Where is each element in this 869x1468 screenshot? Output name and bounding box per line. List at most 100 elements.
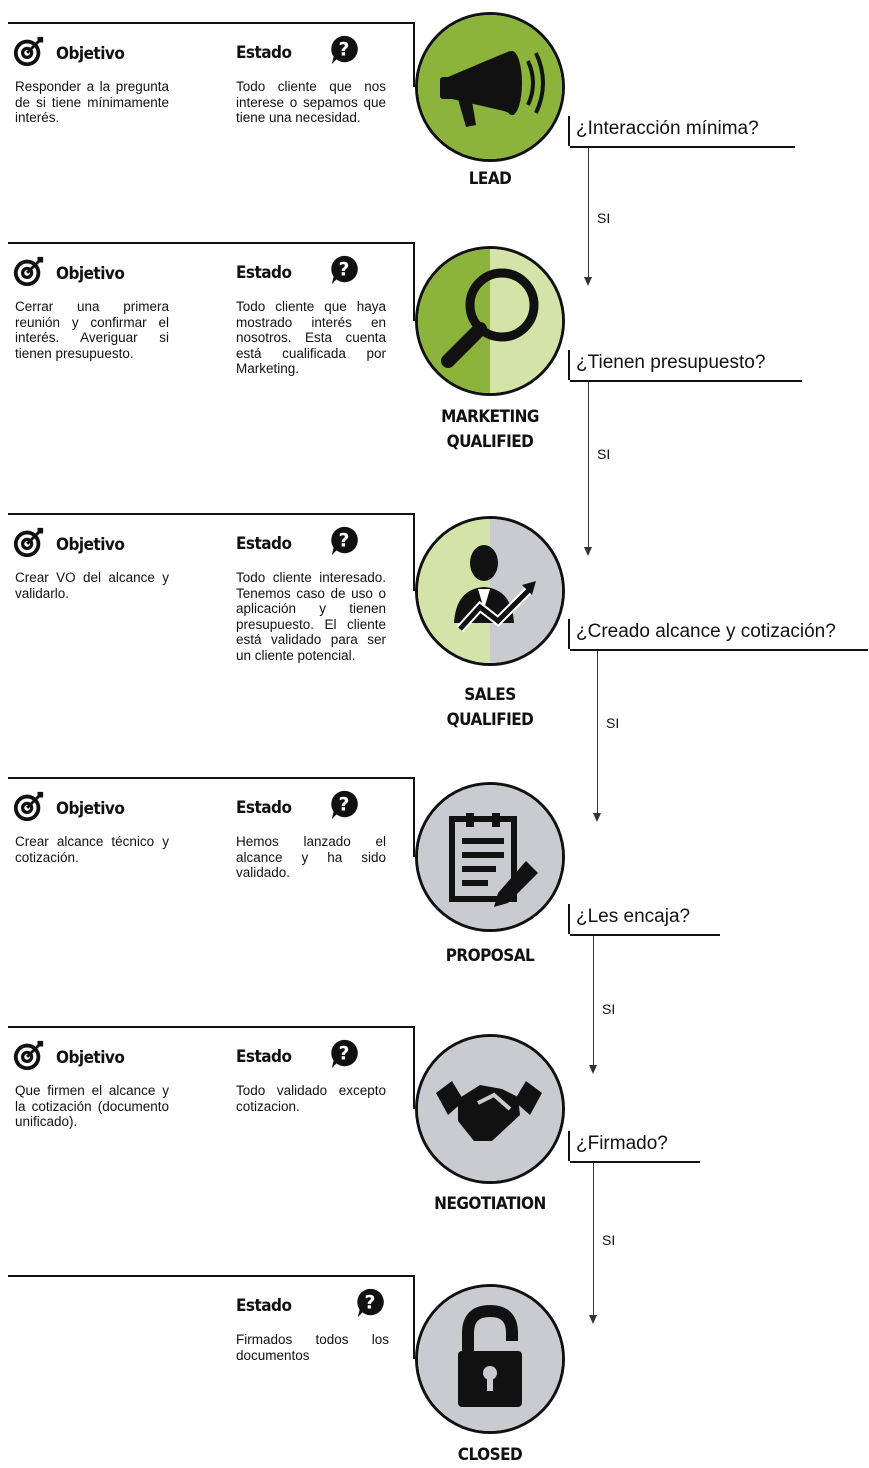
frame-line [8,513,415,515]
frame-line [8,242,415,244]
objetivo-title: Objetivo [56,43,125,64]
connector-line [568,904,570,934]
estado-title: Estado [236,1046,292,1067]
objetivo-header: Objetivo [12,525,132,564]
target-icon [12,525,46,564]
si-label: SI [602,1232,616,1248]
estado-text: Todo validado excepto cotizacion. [236,1083,386,1114]
stage-name-line: QUALIFIED [446,432,534,452]
frame-line [8,22,415,24]
flow-arrow [593,651,601,822]
stage-name-line: MARKETING [441,407,539,427]
objetivo-text: Crear VO del alcance y validarlo. [15,570,169,601]
svg-text:?: ? [364,1293,375,1314]
svg-text:?: ? [338,40,349,61]
decision-question: ¿Firmado? [576,1133,668,1154]
stage-circle [415,1034,565,1184]
stage-name: NEGOTIATION [400,1192,580,1217]
frame-line [413,1026,415,1109]
estado-header: Estado? [236,34,360,71]
estado-text: Hemos lanzado el alcance y ha sido valid… [236,834,386,880]
estado-header: Estado? [236,254,360,291]
question-bubble-icon: ? [328,254,360,291]
objetivo-header: Objetivo [12,1038,132,1077]
objetivo-title: Objetivo [56,798,125,819]
decision-question: ¿Tienen presupuesto? [576,352,766,373]
question-underline [570,146,795,148]
svg-text:?: ? [338,531,349,552]
objetivo-text: Responder a la pregunta de si tiene míni… [15,79,169,125]
estado-text: Firmados todos los documentos [236,1332,389,1363]
flow-arrow [584,148,592,286]
estado-header: Estado? [236,525,360,562]
decision-question: ¿Interacción mínima? [576,118,759,139]
stage-name-line: QUALIFIED [446,710,534,730]
stage-name-line: SALES [464,685,516,705]
connector-line [568,619,570,649]
stage-name: LEAD [400,167,580,192]
estado-title: Estado [236,42,292,63]
objetivo-header: Objetivo [12,34,132,73]
stage-name: SALES QUALIFIED [400,683,580,733]
si-label: SI [597,210,611,226]
estado-text: Todo cliente que haya mostrado interés e… [236,299,386,376]
target-icon [12,1038,46,1077]
objetivo-title: Objetivo [56,534,125,555]
objetivo-header: Objetivo [12,789,132,828]
si-label: SI [597,446,611,462]
estado-header: Estado? [236,1038,360,1075]
stage-circle [415,1284,565,1434]
objetivo-title: Objetivo [56,1047,125,1068]
estado-text: Todo cliente que nos interese o sepamos … [236,79,386,125]
estado-title: Estado [236,1295,292,1316]
question-bubble-icon: ? [354,1287,386,1324]
estado-title: Estado [236,533,292,554]
question-bubble-icon: ? [328,525,360,562]
objetivo-text: Crear alcance técnico y cotización. [15,834,169,865]
si-label: SI [602,1001,616,1017]
estado-text: Todo cliente interesado. Tenemos caso de… [236,570,386,663]
frame-line [8,1026,415,1028]
objetivo-text: Cerrar una primera reunión y confirmar e… [15,299,169,361]
connector-line [568,1131,570,1161]
question-underline [570,649,868,651]
frame-line [413,1275,415,1359]
stage-circle [415,516,565,666]
frame-line [413,513,415,591]
stage-name-line: LEAD [468,169,512,189]
stage-name-line: PROPOSAL [445,946,535,966]
frame-line [413,777,415,857]
stage-circle [415,782,565,932]
si-label: SI [606,715,620,731]
connector-line [568,350,570,380]
stage-circle [415,246,565,396]
decision-question: ¿Les encaja? [576,906,691,927]
estado-header: Estado? [236,1287,386,1324]
stage-name-line: CLOSED [457,1445,523,1465]
flow-arrow [589,1163,597,1324]
frame-line [8,777,415,779]
target-icon [12,254,46,293]
question-bubble-icon: ? [328,34,360,71]
frame-line [413,242,415,321]
stage-name: PROPOSAL [400,944,580,969]
stage-name: CLOSED [400,1443,580,1468]
stage-name: MARKETING QUALIFIED [400,405,580,455]
frame-line [8,1275,415,1277]
target-icon [12,789,46,828]
target-icon [12,34,46,73]
svg-text:?: ? [338,260,349,281]
connector-line [568,116,570,146]
estado-header: Estado? [236,789,360,826]
estado-title: Estado [236,262,292,283]
question-underline [570,934,720,936]
question-bubble-icon: ? [328,789,360,826]
svg-text:?: ? [338,1044,349,1065]
stage-circle [415,12,565,162]
objetivo-text: Que firmen el alcance y la cotización (d… [15,1083,169,1129]
decision-question: ¿Creado alcance y cotización? [576,621,836,642]
question-underline [570,380,802,382]
stage-name-line: NEGOTIATION [434,1194,546,1214]
frame-line [413,22,415,87]
